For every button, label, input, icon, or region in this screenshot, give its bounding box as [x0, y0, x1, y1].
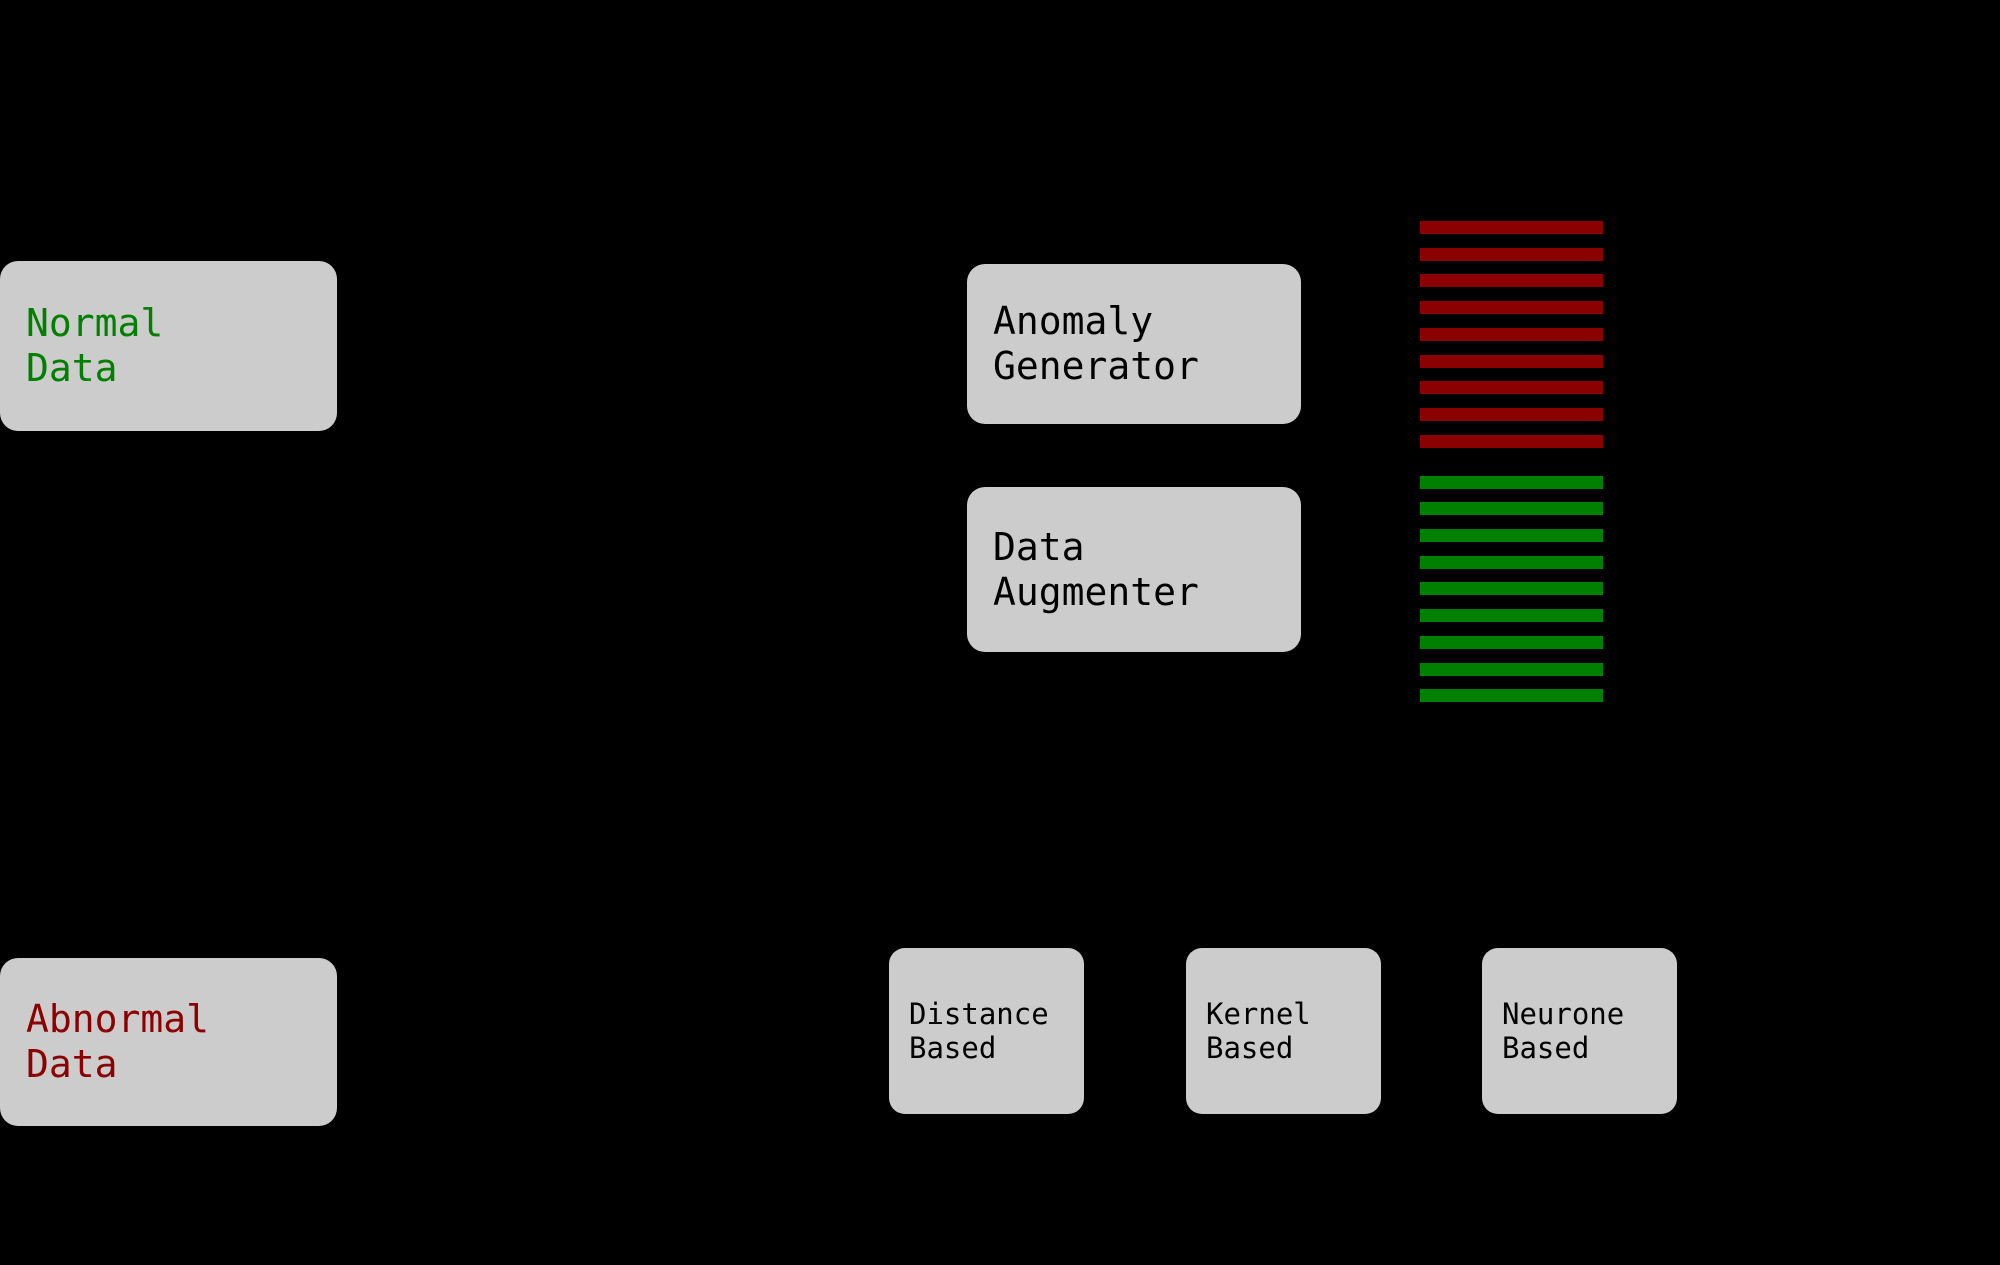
node-kernel-based-line-1: Kernel: [1206, 996, 1311, 1031]
node-data-augmenter[interactable]: Data Augmenter: [967, 487, 1301, 652]
node-anomaly-generator[interactable]: Anomaly Generator: [967, 264, 1301, 424]
node-neurone-based[interactable]: Neurone Based: [1482, 948, 1677, 1114]
bar-normal: [1420, 582, 1603, 596]
bar-anomalous: [1420, 327, 1603, 341]
node-distance-based[interactable]: Distance Based: [889, 948, 1084, 1114]
bar-anomalous: [1420, 247, 1603, 261]
node-neurone-based-line-1: Neurone: [1502, 996, 1625, 1031]
bar-normal: [1420, 475, 1603, 489]
node-abnormal-data-line-2: Data: [26, 1042, 118, 1086]
bar-normal: [1420, 502, 1603, 516]
node-distance-based-line-2: Based: [909, 1031, 997, 1065]
node-kernel-based[interactable]: Kernel Based: [1186, 948, 1381, 1114]
bar-normal: [1420, 609, 1603, 623]
bar-anomalous: [1420, 381, 1603, 395]
node-distance-based-line-1: Distance: [909, 996, 1049, 1031]
node-anomaly-generator-line-2: Generator: [993, 344, 1199, 388]
node-abnormal-data[interactable]: Abnormal Data: [0, 958, 337, 1126]
node-normal-data[interactable]: Normal Data: [0, 261, 337, 431]
node-normal-data-line-2: Data: [26, 346, 118, 390]
bar-anomalous: [1420, 274, 1603, 288]
bar-anomalous: [1420, 221, 1603, 234]
node-data-augmenter-line-1: Data: [993, 524, 1085, 569]
labelled-dataset-bar-stack: [1420, 221, 1603, 703]
node-kernel-based-line-2: Based: [1206, 1031, 1294, 1065]
node-abnormal-data-line-1: Abnormal: [26, 997, 210, 1042]
node-normal-data-line-1: Normal: [26, 301, 164, 346]
bar-normal: [1420, 689, 1603, 703]
bar-normal: [1420, 555, 1603, 569]
bar-normal: [1420, 662, 1603, 676]
bar-anomalous: [1420, 434, 1603, 448]
node-neurone-based-line-2: Based: [1502, 1031, 1590, 1065]
bar-normal: [1420, 635, 1603, 649]
bar-anomalous: [1420, 407, 1603, 421]
node-data-augmenter-line-2: Augmenter: [993, 569, 1199, 614]
bar-anomalous: [1420, 301, 1603, 315]
node-anomaly-generator-line-1: Anomaly: [993, 299, 1154, 344]
bar-anomalous: [1420, 354, 1603, 368]
bar-normal: [1420, 529, 1603, 542]
